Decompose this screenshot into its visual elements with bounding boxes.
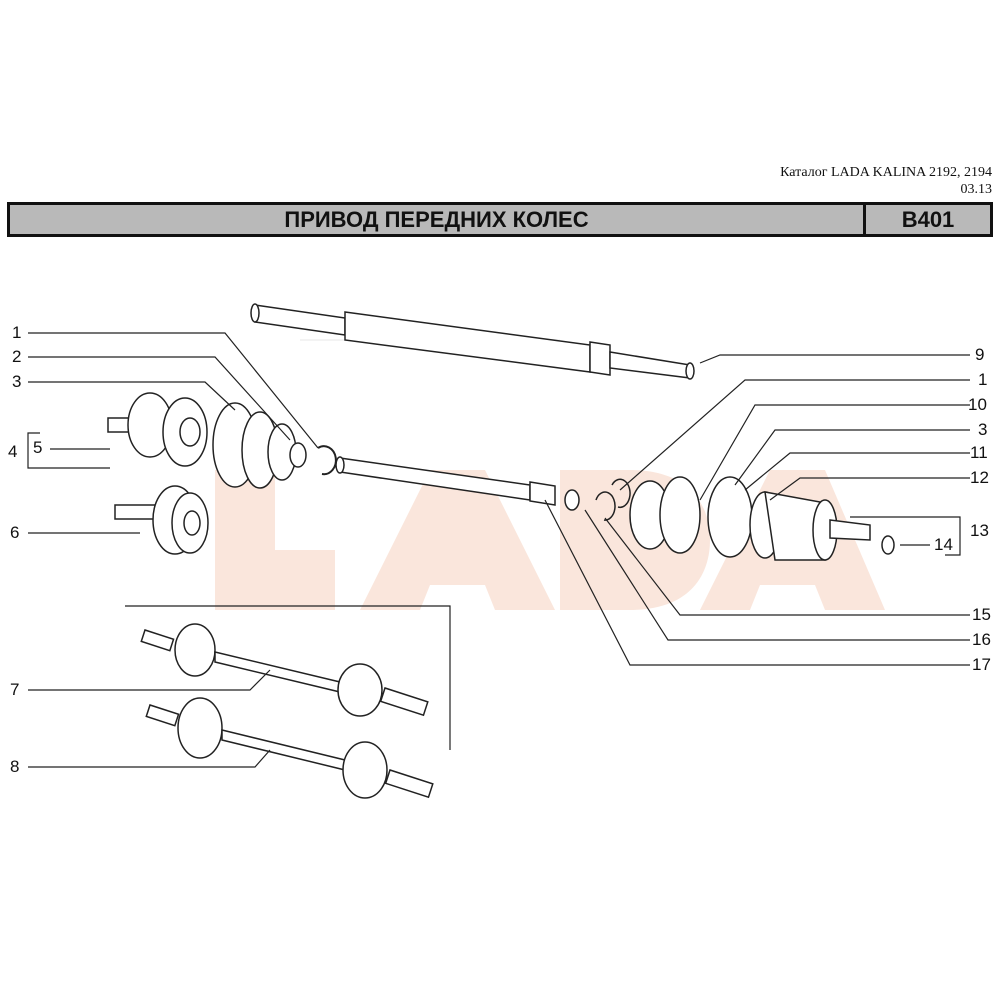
callout-1: 1 xyxy=(12,323,22,342)
callout-14: 14 xyxy=(934,535,953,554)
callout-1-right: 1 xyxy=(978,370,988,389)
callout-7: 7 xyxy=(10,680,20,699)
callout-5: 5 xyxy=(33,438,43,457)
callout-3-right: 3 xyxy=(978,420,988,439)
boot-2 xyxy=(212,402,307,489)
callout-16: 16 xyxy=(972,630,991,649)
leader-lines xyxy=(27,332,970,768)
callout-9: 9 xyxy=(975,345,985,364)
drive-shaft-7 xyxy=(140,623,429,717)
callout-12: 12 xyxy=(970,468,989,487)
shaft-9 xyxy=(250,303,695,380)
joint-6 xyxy=(114,485,209,555)
title-bar: ПРИВОД ПЕРЕДНИХ КОЛЕС B401 xyxy=(7,202,993,237)
circlip-1 xyxy=(317,445,337,476)
section-code: B401 xyxy=(863,205,990,234)
callout-10: 10 xyxy=(968,395,987,414)
callout-15: 15 xyxy=(972,605,991,624)
catalog-date: 03.13 xyxy=(960,182,993,197)
callout-8: 8 xyxy=(10,757,20,776)
callout-17: 17 xyxy=(972,655,991,674)
callout-3: 3 xyxy=(12,372,22,391)
callout-13: 13 xyxy=(970,521,989,540)
callout-4: 4 xyxy=(8,442,18,461)
catalog-title: Каталог LADA KALINA 2192, 2194 xyxy=(780,165,992,180)
inner-joint-5 xyxy=(107,392,208,467)
drive-shaft-8 xyxy=(145,697,434,799)
callout-2: 2 xyxy=(12,347,22,366)
callout-6: 6 xyxy=(10,523,20,542)
shaft-middle xyxy=(335,456,556,506)
callout-11: 11 xyxy=(970,443,988,462)
right-parts xyxy=(564,476,895,561)
page-title: ПРИВОД ПЕРЕДНИХ КОЛЕС xyxy=(284,207,589,232)
